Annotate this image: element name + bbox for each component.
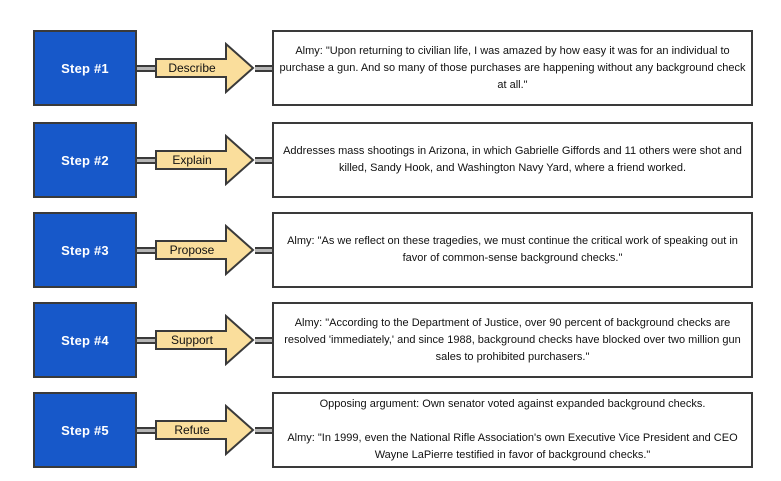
connector-line	[255, 64, 272, 72]
block-arrow-icon	[155, 404, 255, 456]
connector-line	[137, 426, 155, 434]
arrow-shape-describe: Describe	[155, 42, 255, 94]
connector-line	[137, 336, 155, 344]
text-box-3: Almy: "As we reflect on these tragedies,…	[272, 212, 753, 288]
connector-line	[137, 156, 155, 164]
arrow-label: Refute	[174, 423, 210, 437]
connector-line	[137, 64, 155, 72]
arrow-label: Describe	[168, 61, 216, 75]
connector-line	[255, 246, 272, 254]
connector-line	[255, 336, 272, 344]
text-paragraph: Addresses mass shootings in Arizona, in …	[283, 145, 742, 174]
text-paragraph: Almy: "Upon returning to civilian life, …	[279, 44, 746, 91]
text-box-5: Opposing argument: Own senator voted aga…	[272, 392, 753, 468]
text-box-4: Almy: "According to the Department of Ju…	[272, 302, 753, 378]
block-arrow-icon	[155, 314, 255, 366]
text-paragraph: Almy: "As we reflect on these tragedies,…	[287, 235, 738, 264]
text-box-1: Almy: "Upon returning to civilian life, …	[272, 30, 753, 106]
arrow-label: Explain	[172, 153, 212, 167]
flow-row-5: Step #5 Refute Opposing argument: Own se…	[33, 392, 753, 468]
arrow-label: Support	[170, 333, 214, 347]
flow-row-1: Step #1 Describe Almy: "Upon returning t…	[33, 30, 753, 106]
text-box-2: Addresses mass shootings in Arizona, in …	[272, 122, 753, 198]
connector-line	[255, 426, 272, 434]
flow-row-3: Step #3 Propose Almy: "As we reflect on …	[33, 212, 753, 288]
connector-line	[137, 246, 155, 254]
arrow-shape-propose: Propose	[155, 224, 255, 276]
text-paragraph: Opposing argument: Own senator voted aga…	[319, 398, 706, 410]
flow-row-2: Step #2 Explain Addresses mass shootings…	[33, 122, 753, 198]
block-arrow-icon	[155, 42, 255, 94]
step-box-3: Step #3	[33, 212, 137, 288]
text-paragraph: Almy: "According to the Department of Ju…	[284, 316, 741, 363]
block-arrow-icon	[155, 224, 255, 276]
step-box-2: Step #2	[33, 122, 137, 198]
arrow-shape-refute: Refute	[155, 404, 255, 456]
arrow-shape-explain: Explain	[155, 134, 255, 186]
connector-line	[255, 156, 272, 164]
block-arrow-icon	[155, 134, 255, 186]
flow-row-4: Step #4 Support Almy: "According to the …	[33, 302, 753, 378]
arrow-shape-support: Support	[155, 314, 255, 366]
step-box-1: Step #1	[33, 30, 137, 106]
step-box-4: Step #4	[33, 302, 137, 378]
step-box-5: Step #5	[33, 392, 137, 468]
text-paragraph: Almy: "In 1999, even the National Rifle …	[287, 432, 738, 461]
arrow-label: Propose	[169, 243, 215, 257]
